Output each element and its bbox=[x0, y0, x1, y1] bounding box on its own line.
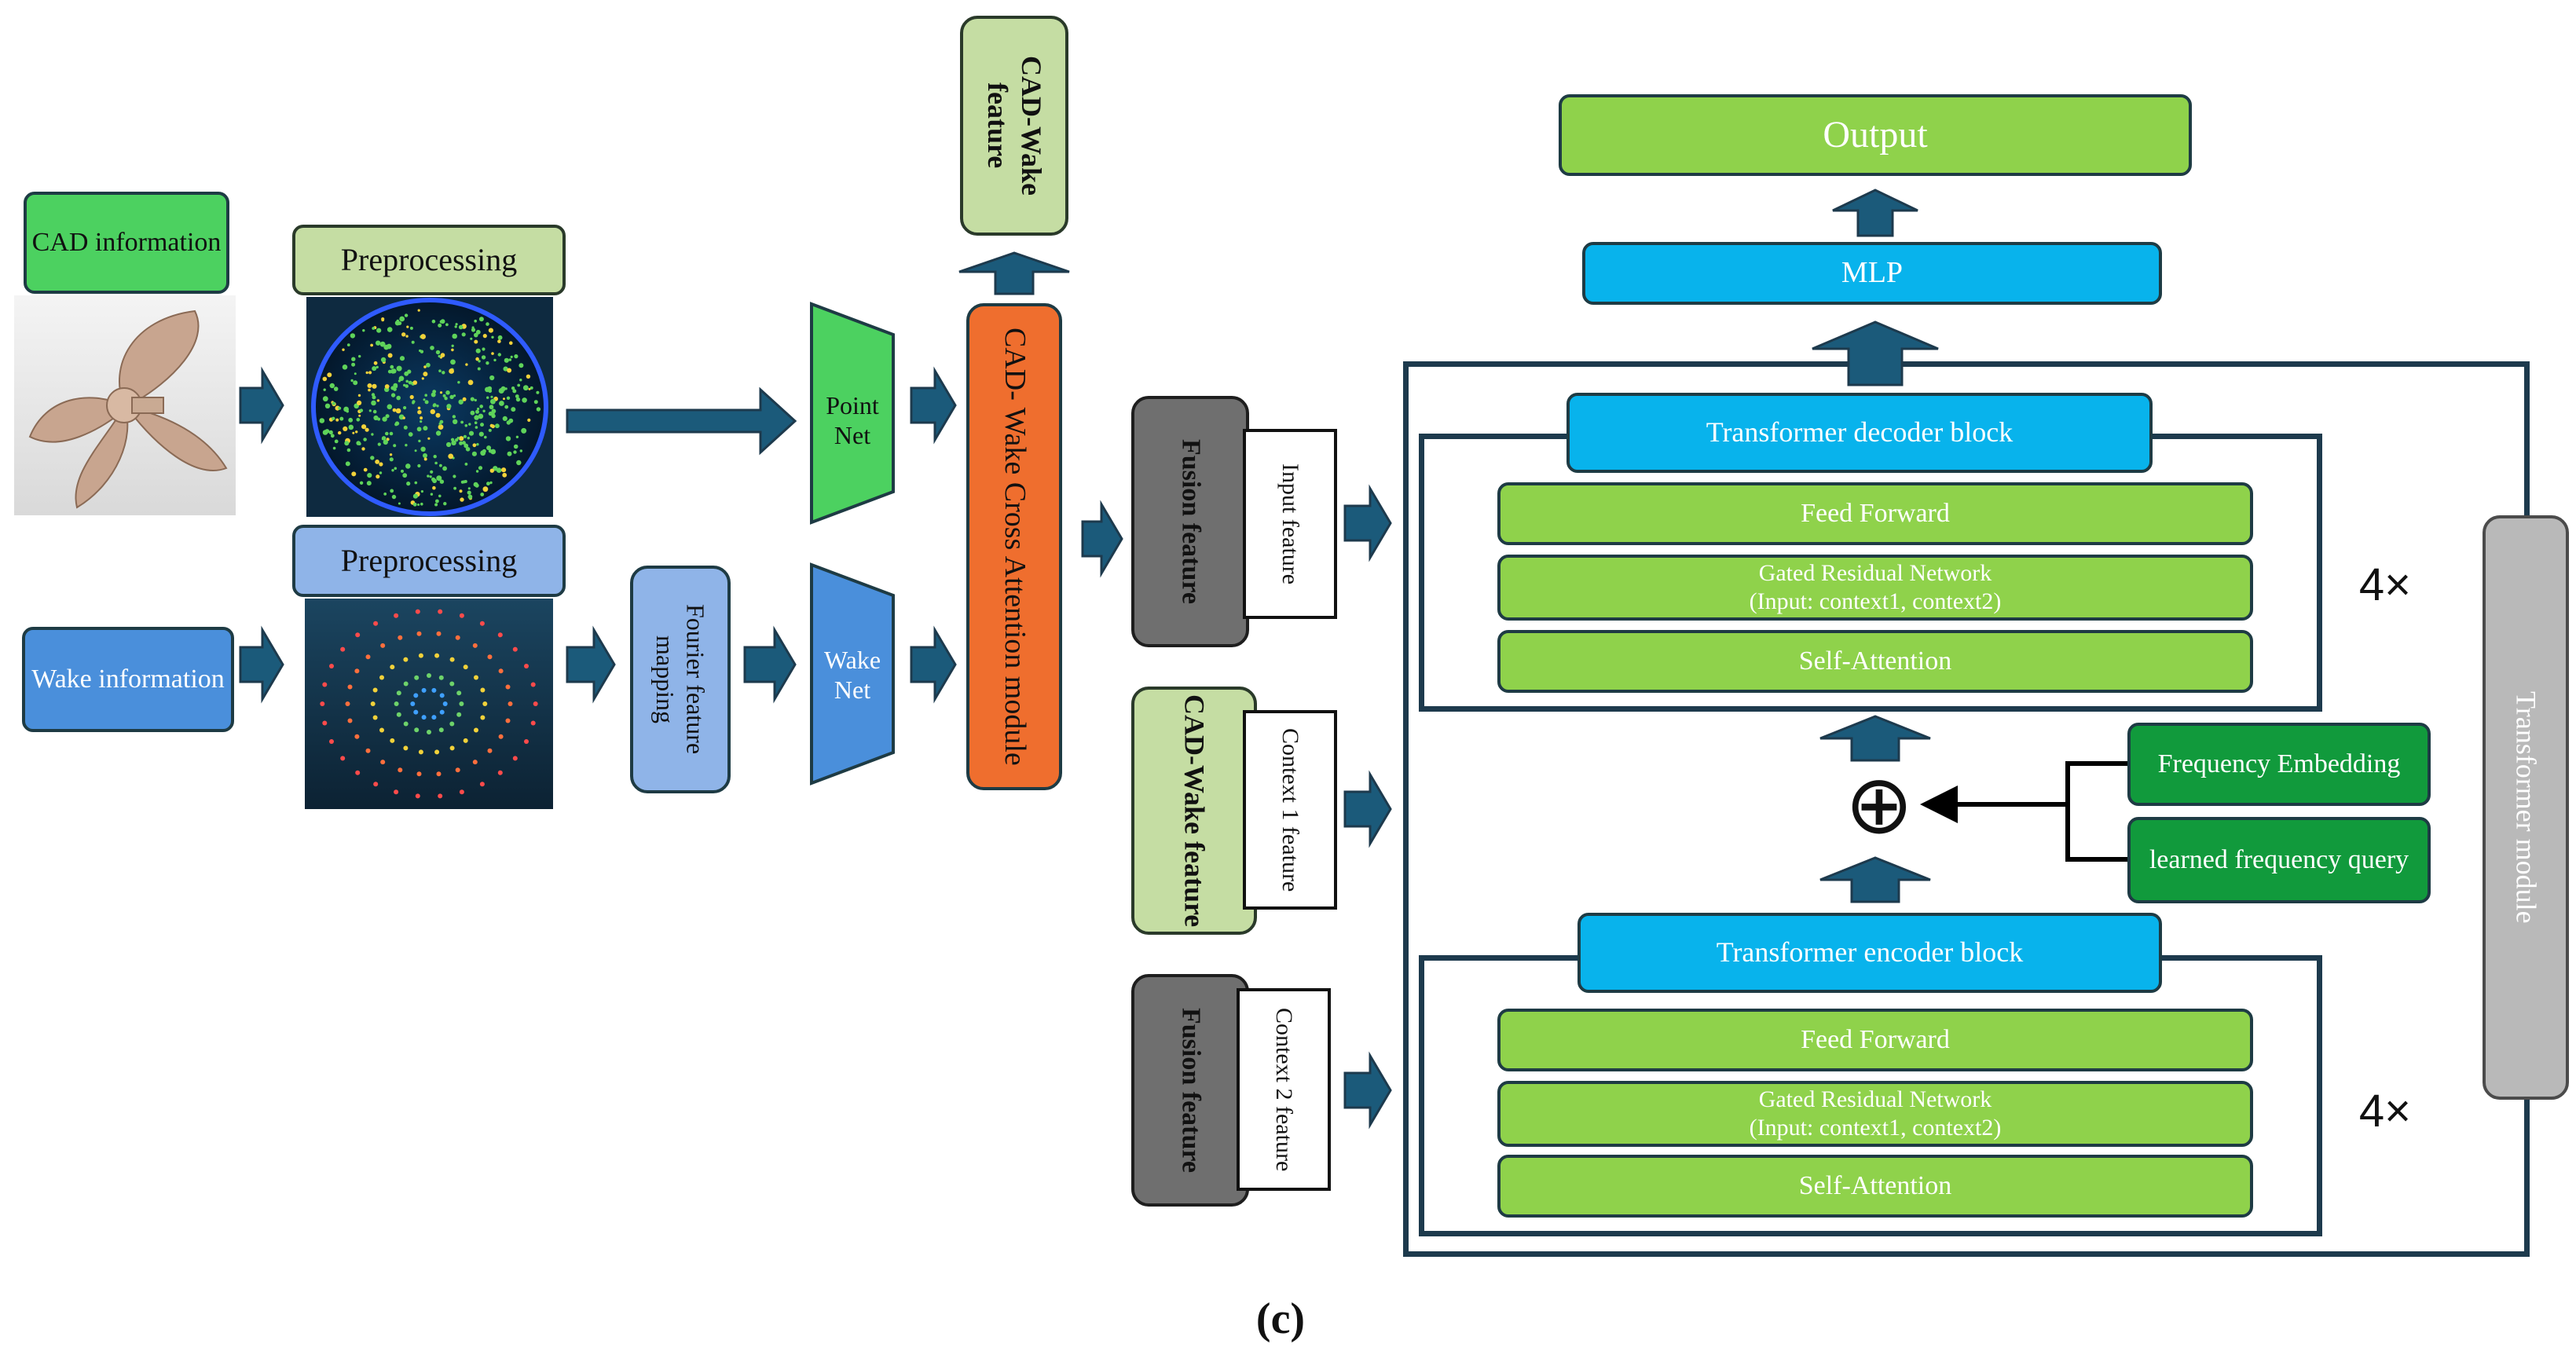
arrow-wakenet-to-attention bbox=[910, 625, 957, 704]
arrow-pointnet-to-attention bbox=[910, 366, 957, 445]
fusion-feature-box-1: Fusion feature bbox=[1131, 396, 1249, 647]
encoder-self-attention: Self-Attention bbox=[1497, 1155, 2253, 1218]
fusion-feature-box-2: Fusion feature bbox=[1131, 974, 1249, 1207]
point-net-label: Point Net bbox=[826, 390, 879, 449]
wake-net-label: Wake Net bbox=[823, 645, 881, 704]
decoder-repeat-count: 4× bbox=[2358, 559, 2412, 611]
arrow-encoder-to-add bbox=[1819, 856, 1931, 903]
figure-caption: (c) bbox=[1255, 1295, 1306, 1344]
arrow-context1-to-transformer bbox=[1343, 770, 1392, 848]
fourier-feature-mapping-box: Fourier feature mapping bbox=[630, 566, 731, 793]
arrow-wake-to-preprocess bbox=[239, 625, 284, 704]
transformer-encoder-block: Transformer encoder block bbox=[1577, 913, 2162, 993]
frequency-connector bbox=[1920, 761, 2127, 862]
arrow-fourier-to-wakenet bbox=[743, 625, 797, 704]
cad-wake-feature-top-box: CAD-Wake feature bbox=[960, 16, 1068, 236]
propeller-icon bbox=[28, 309, 228, 509]
cad-information-box: CAD information bbox=[24, 192, 229, 294]
decoder-gated-residual-network: Gated Residual Network (Input: context1,… bbox=[1497, 555, 2253, 621]
context1-feature-box: Context 1 feature bbox=[1243, 710, 1337, 910]
wake-dots bbox=[320, 609, 538, 799]
wake-information-box: Wake information bbox=[22, 627, 234, 732]
frequency-embedding-box: Frequency Embedding bbox=[2127, 723, 2431, 806]
input-feature-box: Input feature bbox=[1243, 429, 1337, 619]
arrow-add-to-decoder bbox=[1819, 715, 1931, 762]
mlp-box: MLP bbox=[1582, 242, 2162, 305]
cross-attention-module-box: CAD- Wake Cross Attention module bbox=[966, 303, 1062, 790]
add-operator-icon: ⊕ bbox=[1845, 756, 1914, 852]
arrow-preprocess-to-fourier bbox=[566, 625, 616, 704]
arrow-preprocess-to-pointnet bbox=[566, 386, 797, 456]
decoder-feed-forward: Feed Forward bbox=[1497, 482, 2253, 545]
propeller-image bbox=[14, 295, 236, 515]
preprocessing-bottom-box: Preprocessing bbox=[292, 525, 566, 597]
encoder-repeat-count: 4× bbox=[2358, 1086, 2412, 1137]
wake-point-grid-image bbox=[305, 599, 553, 809]
arrow-mlp-to-output bbox=[1832, 189, 1918, 237]
arrow-attention-to-cadwake bbox=[958, 251, 1070, 295]
preprocessing-top-box: Preprocessing bbox=[292, 225, 566, 295]
point-cloud-dots bbox=[319, 309, 541, 507]
encoder-feed-forward: Feed Forward bbox=[1497, 1009, 2253, 1071]
arrow-attention-to-fusion bbox=[1081, 500, 1123, 578]
output-box: Output bbox=[1559, 94, 2192, 176]
learned-frequency-query-box: learned frequency query bbox=[2127, 817, 2431, 903]
cad-wake-feature-mid-box: CAD-Wake feature bbox=[1131, 687, 1257, 935]
context2-feature-box: Context 2 feature bbox=[1237, 988, 1331, 1191]
arrow-input-to-decoder bbox=[1343, 484, 1392, 562]
point-net-shape bbox=[810, 302, 895, 525]
arrow-transformer-to-mlp bbox=[1812, 320, 1939, 386]
wake-net-shape bbox=[810, 562, 895, 786]
transformer-decoder-block: Transformer decoder block bbox=[1566, 393, 2153, 473]
encoder-gated-residual-network: Gated Residual Network (Input: context1,… bbox=[1497, 1081, 2253, 1147]
decoder-self-attention: Self-Attention bbox=[1497, 630, 2253, 693]
arrow-cad-to-preprocess bbox=[239, 366, 284, 445]
cad-point-cloud-image bbox=[306, 297, 553, 517]
arrow-context2-to-encoder bbox=[1343, 1051, 1392, 1130]
transformer-module-bar: Transformer module bbox=[2483, 515, 2569, 1100]
